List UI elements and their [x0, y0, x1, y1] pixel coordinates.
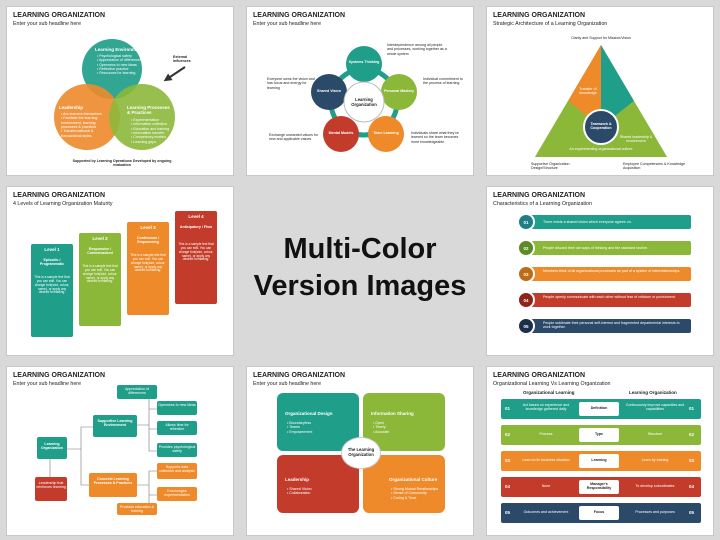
pyramid-bottom-inner: An experimenting organizational culture [569, 147, 633, 151]
slide-title: LEARNING ORGANIZATION [13, 372, 106, 379]
char-num-3: 03 [517, 265, 535, 283]
desc-mental: Exchange unwanted values for new and app… [269, 133, 319, 142]
level-1-card: Level 1 Episodic / Programmatic This is … [31, 244, 73, 337]
char-row-5: People sublimate their personal self-int… [521, 319, 691, 333]
slide-thumbnail-levels[interactable]: LEARNING ORGANIZATION 4 Levels of Learni… [6, 186, 234, 356]
tree-branch-environment: Supportive Learning Environment [93, 415, 137, 437]
pyramid-center-label: Teamwork & Cooperation [590, 122, 612, 131]
char-row-4: People openly communicate with each othe… [521, 293, 691, 307]
tree-leaf-reflection: Allows time for reflection [157, 421, 197, 435]
venn-proc-items: • Experimentation• Information collectio… [131, 118, 170, 144]
desc-vision: Everyone owns the vision and has focus a… [267, 77, 315, 90]
quadrant-center: The Learning Organization [341, 437, 381, 469]
level-4-card: Level 4 Anticipatory / Flow This is a sa… [175, 211, 217, 304]
comparison-row-4: 04 None Manager's Responsibility To deve… [501, 477, 701, 497]
slide-subtitle: Enter your sub headline here [253, 381, 322, 387]
slide-thumbnail-quadrants[interactable]: LEARNING ORGANIZATION Enter your sub hea… [246, 366, 474, 536]
desc-systems: Interdependence among all people and pro… [387, 43, 447, 56]
venn-footer: Supported by Learning Operations Develop… [72, 159, 172, 168]
pyramid-diagram [535, 45, 667, 157]
disciplines-diagram [311, 46, 417, 152]
pyramid-right-label: Shared leadership & involvement [619, 135, 653, 144]
slide-subtitle: Enter your sub headline here [253, 21, 322, 27]
slide-subtitle: Characteristics of a Learning Organizati… [493, 201, 592, 207]
slide-title: LEARNING ORGANIZATION [13, 12, 106, 19]
slide-title: LEARNING ORGANIZATION [13, 192, 106, 199]
tree-leaf-safety: Provides psychological safety [157, 443, 197, 457]
tree-connectors [49, 393, 157, 510]
slide-subtitle: 4 Levels of Learning Organization Maturi… [13, 201, 113, 207]
comparison-row-5: 05 Outcomes and achievement Focus Proces… [501, 503, 701, 523]
center-heading-line1: Multi-Color [283, 233, 437, 265]
slide-subtitle: Organizational Learning Vs Learning Orga… [493, 381, 611, 387]
venn-diagram [54, 39, 186, 150]
slide-title: LEARNING ORGANIZATION [253, 12, 346, 19]
tree-root: Learning Organization [37, 437, 67, 459]
tree-leaf-education: Provides education & training [117, 503, 157, 515]
comparison-row-2: 02 Process Type Structure 02 [501, 425, 701, 445]
desc-personal: Individual commitment to the process of … [423, 77, 463, 86]
slide-subtitle: Strategic Architecture of a Learning Org… [493, 21, 608, 27]
pyramid-bottom-right: Employee Competencies & Knowledge Acquis… [623, 162, 686, 171]
char-num-1: 01 [517, 213, 535, 231]
quadrant-leadership: Leadership • Shared Vision• Collaboratio… [277, 455, 359, 513]
comparison-col-left: Organizational Learning [523, 390, 575, 395]
char-row-2: People discard their old ways of thinkin… [521, 241, 691, 255]
slide-thumbnail-venn[interactable]: LEARNING ORGANIZATION Enter your sub hea… [6, 6, 234, 176]
quadrant-sharing: Information Sharing • Open• Timely• Accu… [363, 393, 445, 451]
comparison-row-1: 01 Act based on experience and knowledge… [501, 399, 701, 419]
tree-leaf-appreciation: Appreciation of differences [117, 385, 157, 399]
venn-leader-title: Leadership [59, 105, 84, 110]
char-num-5: 05 [517, 317, 535, 335]
tree-leaf-experimentation: Encourages experimentation [157, 487, 197, 501]
pyramid-left-label: Transfer of knowledge [579, 87, 597, 96]
char-row-3: Members think of all organizational proc… [521, 267, 691, 281]
comparison-row-3: 03 Learn to fix business situation Learn… [501, 451, 701, 471]
disciplines-center: Learning Organization [351, 97, 377, 108]
venn-env-items: • Psychological safety• Appreciation of … [97, 54, 142, 76]
desc-team: Individuals share what they've learned s… [411, 131, 459, 144]
venn-env-title: Learning Environment [95, 47, 143, 52]
slide-thumbnail-tree[interactable]: LEARNING ORGANIZATION Enter your sub hea… [6, 366, 234, 536]
center-heading: Multi-Color Version Images [244, 231, 476, 305]
level-3-card: Level 3 Continuous / Empowering This is … [127, 222, 169, 315]
pyramid-top-label: Clarity and Support for Mission/Vision [571, 36, 631, 40]
slide-thumbnail-characteristics[interactable]: LEARNING ORGANIZATION Characteristics of… [486, 186, 714, 356]
slide-subtitle: Enter your sub headline here [13, 21, 82, 27]
comparison-col-right: Learning Organization [629, 390, 677, 395]
slide-title: LEARNING ORGANIZATION [493, 372, 586, 379]
venn-proc-title: Learning Processes & Practices [127, 105, 170, 116]
slide-subtitle: Enter your sub headline here [13, 381, 82, 387]
tree-leaf-data: Supports data collection and analysis [157, 463, 197, 479]
tree-root-note: Leadership that reinforces learning [35, 477, 67, 501]
tree-leaf-openness: Openness to new ideas [157, 401, 197, 415]
slide-thumbnail-pyramid[interactable]: LEARNING ORGANIZATION Strategic Architec… [486, 6, 714, 176]
petal-mental-models: Mental Models [328, 131, 354, 135]
venn-leader-items: • Are learners themselves• Facilitate th… [61, 112, 102, 138]
venn-external-label: External Influences [173, 55, 191, 64]
center-heading-line2: Version Images [253, 270, 467, 302]
pyramid-bottom-left: Supportive Organization Design/Structure [531, 162, 570, 171]
char-num-2: 02 [517, 239, 535, 257]
petal-personal-mastery: Personal Mastery [384, 89, 414, 93]
slide-title: LEARNING ORGANIZATION [253, 372, 346, 379]
slide-thumbnail-disciplines[interactable]: LEARNING ORGANIZATION Enter your sub hea… [246, 6, 474, 176]
petal-shared-vision: Shared Vision [317, 89, 341, 93]
slide-title: LEARNING ORGANIZATION [493, 12, 586, 19]
char-row-1: There exists a shared vision which every… [521, 215, 691, 229]
char-num-4: 04 [517, 291, 535, 309]
tree-branch-processes: Concrete Learning Processes & Practices [89, 473, 137, 497]
level-2-card: Level 2 Responsive / Contextualized This… [79, 233, 121, 326]
petal-team-learning: Team Learning [373, 131, 399, 135]
petal-systems-thinking: Systems Thinking [348, 60, 380, 64]
slide-title: LEARNING ORGANIZATION [493, 192, 586, 199]
quadrant-culture: Organizational Culture • Strong Mutual R… [363, 455, 445, 513]
slide-thumbnail-comparison[interactable]: LEARNING ORGANIZATION Organizational Lea… [486, 366, 714, 536]
